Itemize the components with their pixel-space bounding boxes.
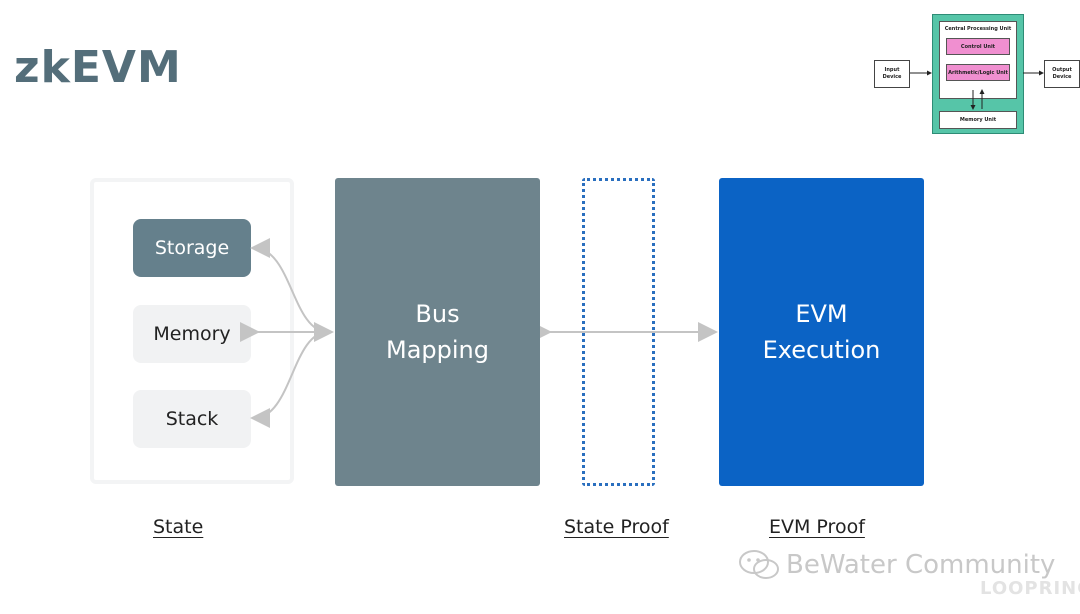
cpu-label: Central Processing Unit — [944, 26, 1012, 32]
evm-line1: EVM — [795, 300, 848, 328]
evm-execution-box: EVM Execution — [719, 178, 924, 486]
control-unit-box: Control Unit — [946, 38, 1010, 55]
watermark-sub: LOOPRING — [980, 578, 1080, 599]
bus-mapping-box: Bus Mapping — [335, 178, 540, 486]
state-proof-caption: State Proof — [564, 516, 669, 538]
page-title: zkEVM — [14, 42, 182, 93]
evm-proof-caption: EVM Proof — [769, 516, 865, 538]
cpu-main-box: Central Processing Unit Control Unit Ari… — [932, 14, 1024, 134]
wechat-icon — [739, 550, 779, 579]
cpu-diagram: Input Device Central Processing Unit Con… — [872, 12, 1080, 136]
cpu-inner-box: Central Processing Unit Control Unit Ari… — [939, 21, 1017, 99]
arrow-stack — [250, 331, 329, 428]
stack-box: Stack — [133, 390, 251, 448]
watermark-text: BeWater Community — [786, 550, 1056, 580]
arrow-storage — [250, 238, 329, 333]
memory-unit-box: Memory Unit — [939, 111, 1017, 129]
evm-line2: Execution — [762, 336, 881, 364]
watermark: BeWater Community — [738, 548, 1055, 582]
cpu-arrows — [910, 70, 1044, 110]
storage-box: Storage — [133, 219, 251, 277]
state-caption: State — [153, 516, 204, 538]
memory-box: Memory — [133, 305, 251, 363]
alu-box: Arithmetic/Logic Unit — [946, 64, 1010, 81]
bus-line1: Bus — [415, 300, 460, 328]
bus-line2: Mapping — [386, 336, 489, 364]
state-proof-box — [582, 178, 655, 486]
input-device-box: Input Device — [874, 60, 910, 88]
